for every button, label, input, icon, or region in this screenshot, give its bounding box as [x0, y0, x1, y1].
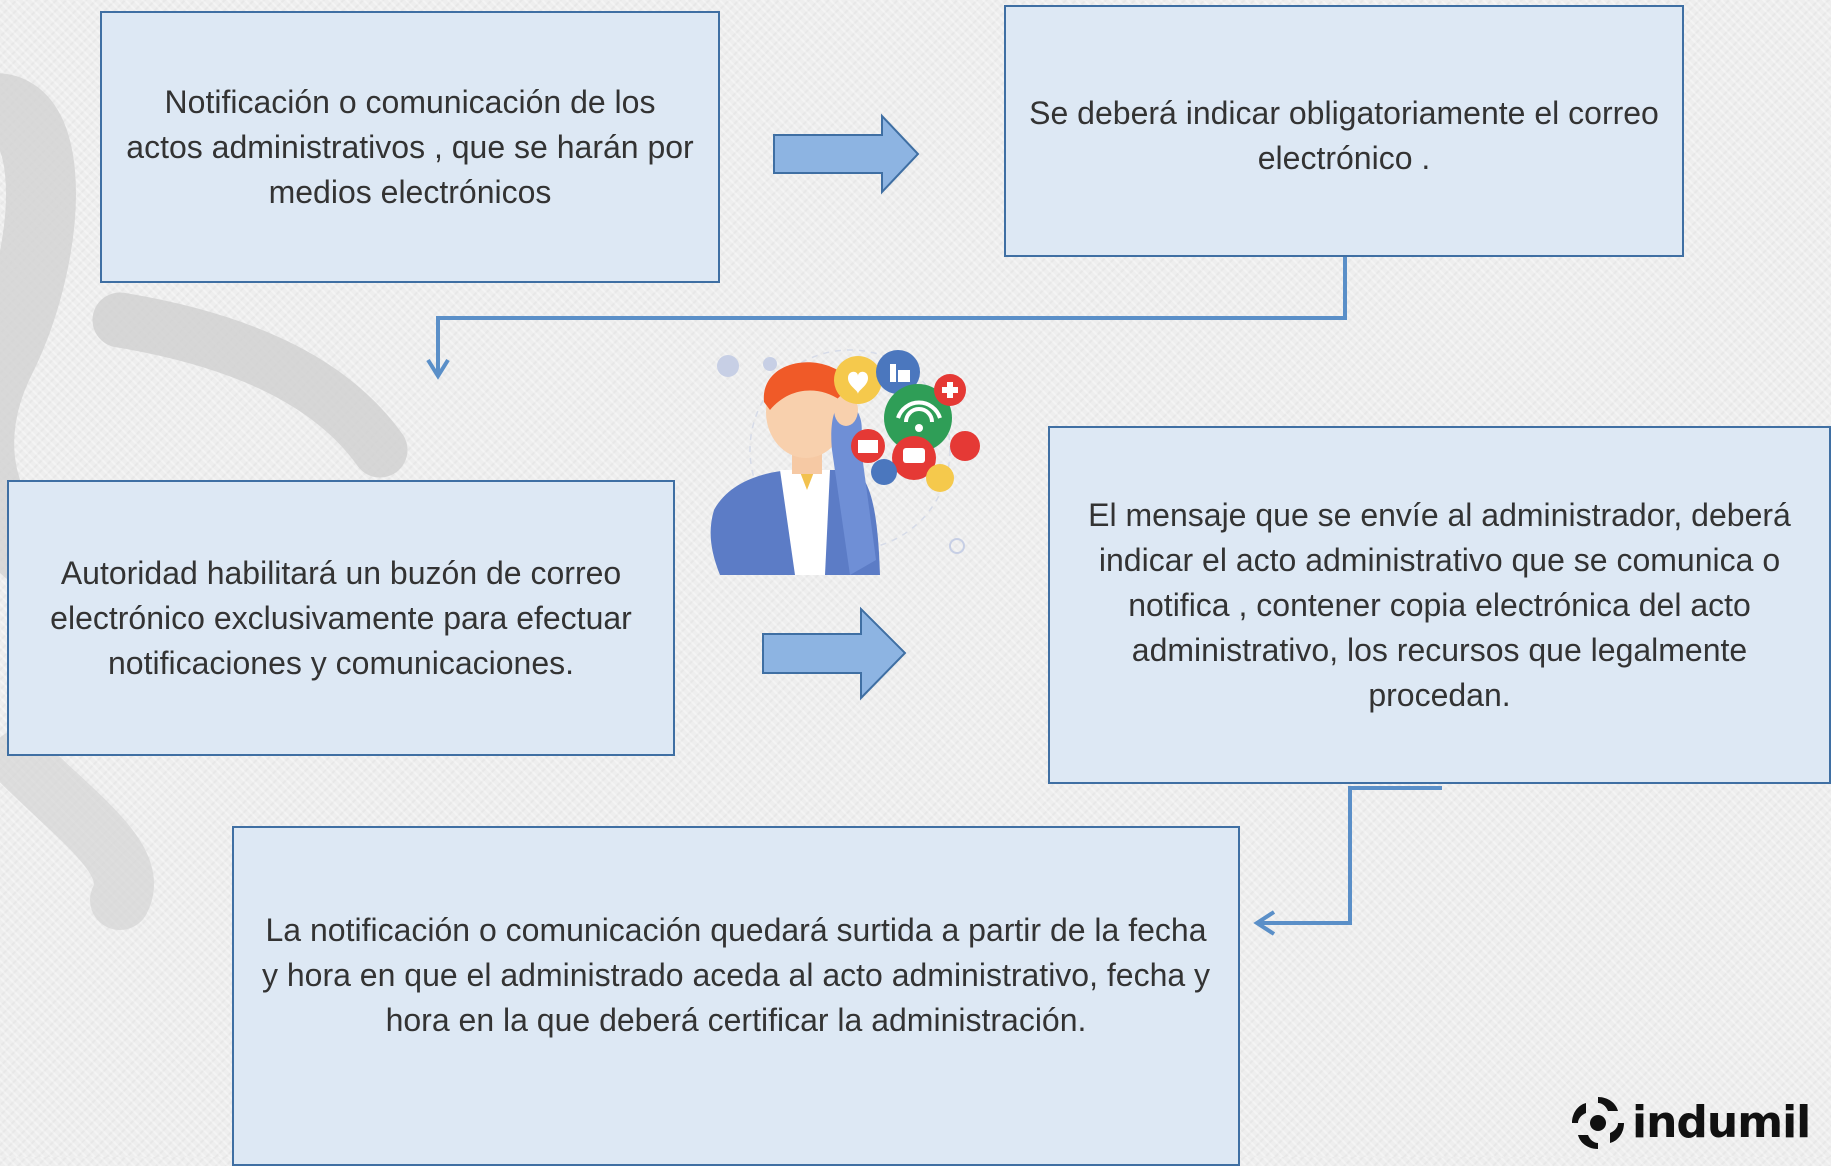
wifi-icon	[884, 384, 952, 452]
flow-box-text: Autoridad habilitará un buzón de correo …	[50, 554, 632, 681]
person-listening-social-icons-illustration	[710, 349, 980, 575]
flow-box-text: Se deberá indicar obligatoriamente el co…	[1029, 95, 1659, 176]
bubble-icon	[763, 357, 777, 371]
flow-box-text: Notificación o comunicación de los actos…	[126, 83, 694, 210]
indumil-emblem-icon	[1572, 1096, 1624, 1149]
share-icon	[871, 459, 897, 485]
flow-box-email-required: Se deberá indicar obligatoriamente el co…	[1004, 5, 1684, 257]
flow-box-text: El mensaje que se envíe al administrador…	[1088, 496, 1791, 713]
bubble-icon	[717, 355, 739, 377]
flow-box-mailbox-enabled: Autoridad habilitará un buzón de correo …	[7, 480, 675, 756]
heart-icon	[950, 431, 980, 461]
indumil-logo: indumil	[1568, 1088, 1831, 1157]
flow-box-text: La notificación o comunicación quedará s…	[261, 912, 1211, 1038]
refresh-icon	[926, 464, 954, 492]
flow-box-message-content: El mensaje que se envíe al administrador…	[1048, 426, 1831, 784]
bubble-icon	[949, 538, 965, 554]
logo-text: indumil	[1632, 1097, 1811, 1148]
flow-box-notification-effective: La notificación o comunicación quedará s…	[232, 826, 1240, 1166]
flow-box-electronic-notification: Notificación o comunicación de los actos…	[100, 11, 720, 283]
